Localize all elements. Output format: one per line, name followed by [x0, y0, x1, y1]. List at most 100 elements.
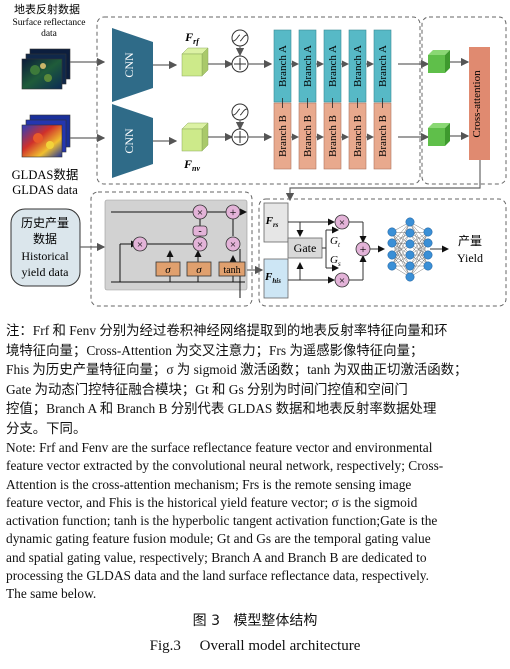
- branch-b-label: Branch B: [352, 115, 364, 157]
- branch-column: Branch A Branch B: [373, 29, 392, 170]
- note-en-line-7: and spatial gating value, respectively; …: [6, 549, 427, 565]
- nn-node: [387, 250, 397, 260]
- green-cube-bottom: [428, 123, 450, 146]
- input-top-en2-label: data: [41, 29, 58, 39]
- branch-a-label: Branch A: [277, 45, 289, 87]
- branch-a-label: Branch A: [302, 45, 314, 87]
- cnn-top: CNN: [112, 28, 153, 102]
- branch-column: Branch A Branch B: [298, 29, 317, 170]
- green-cube-top: [428, 50, 450, 73]
- svg-text:-: -: [198, 226, 201, 237]
- f-his-box: Fhis: [263, 258, 289, 299]
- lstm-block: [90, 191, 253, 307]
- svg-text:+: +: [230, 205, 237, 219]
- nn-node: [387, 238, 397, 248]
- caption-chinese: 图 3 模型整体结构: [192, 613, 318, 629]
- g-t-label: Gt: [330, 235, 341, 249]
- svg-text:×: ×: [197, 239, 203, 251]
- nn-node: [405, 261, 415, 271]
- note-en-line-3: Attention is the cross-attention mechani…: [6, 476, 412, 492]
- add-icon-gate: +: [355, 241, 371, 257]
- svg-text:Frs: Frs: [265, 215, 279, 229]
- note-cn-line-3: Fhis 为历史产量特征向量；σ 为 sigmoid 激活函数；tanh 为双曲…: [6, 362, 468, 378]
- f-rf-cube: [181, 47, 209, 77]
- note-cn-line-5: 控值；Branch A 和 Branch B 分别代表 GLDAS 数据和地表反…: [6, 401, 437, 417]
- gating-block: [258, 198, 507, 307]
- svg-text:×: ×: [339, 275, 345, 287]
- svg-text:数据: 数据: [33, 231, 57, 246]
- svg-text:×: ×: [230, 239, 236, 251]
- svg-text:CNN: CNN: [122, 128, 136, 154]
- branch-b-label: Branch B: [302, 115, 314, 157]
- svg-text:Cross-attention: Cross-attention: [471, 70, 483, 138]
- add-icon-bottom: [231, 128, 249, 146]
- lstm-cell: × × + - × × σ σ tanh: [104, 199, 248, 298]
- multiply-icon-bottom: ×: [334, 272, 350, 288]
- nn-node: [405, 239, 415, 249]
- surface-reflectance-image: [21, 48, 71, 90]
- note-english: Note: Frf and Fenv are the surface refle…: [6, 439, 504, 604]
- f-nv-label: Fnv: [183, 157, 200, 173]
- branch-column: Branch A Branch B: [323, 29, 342, 170]
- mlp-network: [387, 217, 433, 282]
- cnn-bottom: CNN: [112, 104, 153, 178]
- g-s-label: Gs: [330, 254, 341, 268]
- branch-column: Branch A Branch B: [348, 29, 367, 170]
- nn-node: [423, 227, 433, 237]
- note-cn-line-4: Gate 为动态门控特征融合模块；Gt 和 Gs 分别为时间门控值和空间门: [6, 381, 408, 397]
- svg-text:Fhis: Fhis: [264, 271, 281, 285]
- nn-node: [423, 238, 433, 248]
- cross-attention-module: Cross-attention: [469, 47, 490, 160]
- note-en-line-2: feature vector extracted by the convolut…: [6, 458, 444, 474]
- nn-node: [405, 272, 415, 282]
- input-top-en-label: Surface reflectance: [12, 17, 85, 28]
- note-en-line-6: dynamic gating feature fusion module; Gt…: [6, 531, 431, 547]
- note-cn-line-1: 注：Frf 和 Fenv 分别为经过卷积神经网络提取到的地表反射率特征向量和环: [6, 323, 448, 338]
- nn-node: [387, 261, 397, 271]
- architecture-diagram: 地表反射数据 Surface reflectance data GLDAS数据 …: [10, 2, 507, 307]
- svg-text:yield data: yield data: [22, 265, 70, 279]
- nn-node: [405, 217, 415, 227]
- add-icon-top: [231, 55, 249, 73]
- yield-cn-label: 产量: [458, 234, 482, 248]
- nn-node: [423, 250, 433, 260]
- svg-text:历史产量: 历史产量: [21, 216, 69, 230]
- branch-b-label: Branch B: [377, 115, 389, 157]
- note-en-line-4: feature vector, and Fhis is the historic…: [6, 494, 418, 510]
- note-en-line-5: activation function; tanh is the hyperbo…: [6, 513, 438, 529]
- f-rf-label: Frf: [184, 30, 200, 46]
- input-bottom-en-label: GLDAS data: [12, 183, 78, 197]
- input-top-cn-label: 地表反射数据: [14, 2, 80, 16]
- yield-en-label: Yield: [457, 251, 483, 265]
- f-rs-box: Frs: [263, 202, 289, 243]
- branch-b-label: Branch B: [327, 115, 339, 157]
- note-cn-line-2: 境特征向量；Cross-Attention 为交叉注意力；Frs 为遥感影像特征…: [6, 342, 424, 358]
- multiply-icon-top: ×: [334, 214, 350, 230]
- cross-attention-block: [421, 16, 507, 185]
- note-en-line-1: Note: Frf and Fenv are the surface refle…: [6, 440, 433, 455]
- svg-text:×: ×: [197, 207, 203, 219]
- f-nv-cube: [181, 122, 209, 152]
- svg-text:σ: σ: [196, 264, 202, 276]
- branch-a-label: Branch A: [352, 45, 364, 87]
- svg-text:×: ×: [137, 239, 143, 251]
- branch-a-label: Branch A: [327, 45, 339, 87]
- svg-text:Gate: Gate: [294, 241, 317, 255]
- svg-text:CNN: CNN: [122, 52, 136, 78]
- nn-node: [423, 261, 433, 271]
- svg-text:σ: σ: [165, 264, 171, 276]
- note-chinese: 注：Frf 和 Fenv 分别为经过卷积神经网络提取到的地表反射率特征向量和环 …: [6, 321, 504, 439]
- svg-text:×: ×: [339, 217, 345, 229]
- sigmoid-icon-bottom: [231, 103, 249, 121]
- note-en-line-8: processing the GLDAS data and the land s…: [6, 568, 429, 584]
- feature-extraction-block: [96, 16, 421, 185]
- branch-a-label: Branch A: [377, 45, 389, 87]
- svg-text:Historical: Historical: [21, 249, 69, 263]
- note-cn-line-6: 分支。下同。: [6, 420, 87, 436]
- nn-node: [405, 250, 415, 260]
- note-en-line-9: The same below.: [6, 586, 97, 602]
- svg-text:tanh: tanh: [223, 265, 240, 276]
- nn-node: [405, 228, 415, 238]
- gldas-image: [21, 114, 71, 158]
